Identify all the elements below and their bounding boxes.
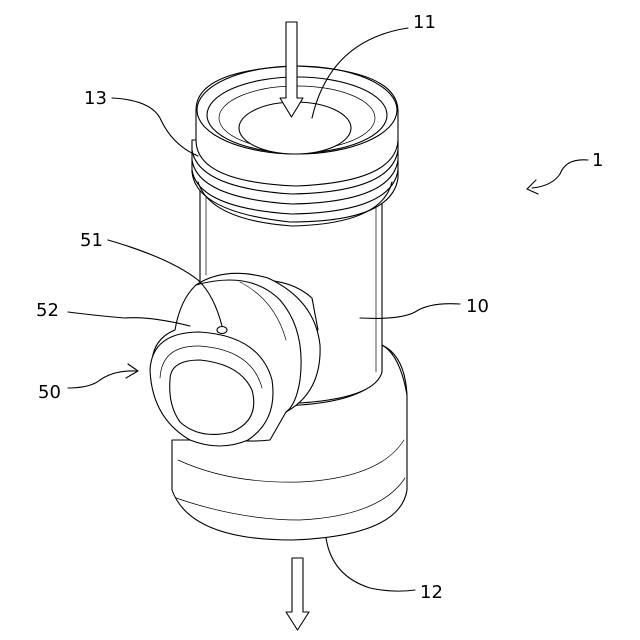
leader-50	[68, 371, 136, 388]
label-1: 1	[592, 150, 603, 171]
leader-52	[68, 312, 190, 326]
label-13: 13	[84, 88, 107, 109]
label-12: 12	[420, 582, 443, 603]
label-10: 10	[466, 296, 489, 317]
leader-1	[532, 160, 588, 188]
leader-13	[112, 98, 198, 156]
down-arrow-icon	[286, 558, 309, 630]
label-52: 52	[36, 300, 59, 321]
leader-12	[326, 538, 415, 591]
label-51: 51	[80, 230, 103, 251]
label-11: 11	[413, 12, 436, 33]
label-50: 50	[38, 382, 61, 403]
